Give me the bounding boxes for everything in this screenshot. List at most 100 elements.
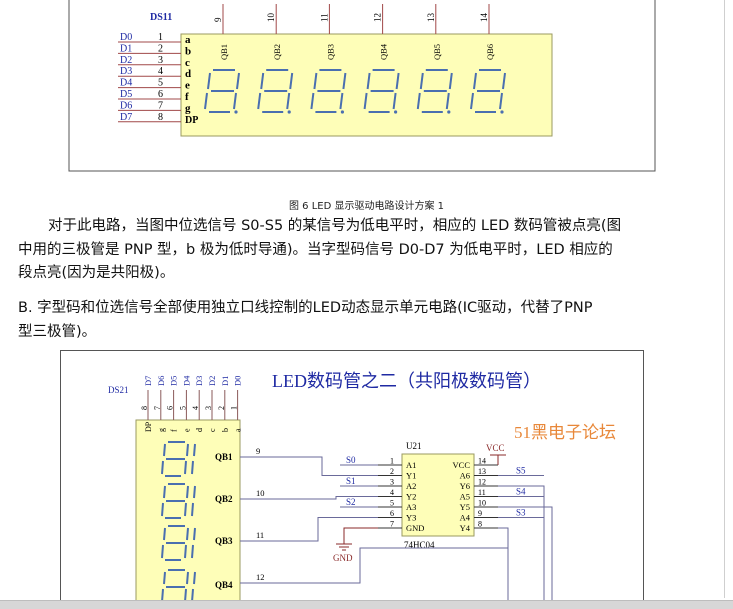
select-net-label: S3 — [516, 508, 526, 518]
digit-pin-number: 9 — [256, 446, 260, 456]
ic-74hc04-body — [401, 453, 475, 537]
wire-qb2-y2 — [300, 496, 378, 500]
segment-pin-label: DP — [144, 421, 153, 432]
digit-segments — [363, 69, 400, 113]
top-pin-number: 12 — [373, 13, 383, 22]
digit-segments — [310, 69, 347, 113]
segment-pin-label: g — [185, 102, 191, 114]
digit-label: QB1 — [215, 452, 233, 462]
ic-pin-name: GND — [406, 523, 424, 533]
segment-pin-label: d — [195, 428, 204, 432]
top-net-label: D2 — [207, 376, 217, 386]
digit-label: QB1 — [219, 44, 229, 60]
digit-segments — [161, 569, 196, 602]
digit-segments — [257, 69, 294, 113]
horizontal-scrollbar[interactable] — [0, 600, 733, 609]
input-net-label: D2 — [120, 55, 132, 66]
digit-label: QB4 — [379, 43, 389, 60]
top-pin-number: 7 — [153, 406, 162, 410]
select-net-label: S1 — [346, 476, 356, 486]
input-pin-number: 6 — [158, 89, 163, 100]
ic-pin-number: 7 — [390, 520, 394, 529]
page-edge — [724, 0, 725, 598]
top-net-label: D0 — [233, 376, 243, 386]
segment-pin-label: b — [185, 45, 191, 57]
ic-pin-name: Y3 — [406, 513, 416, 523]
segment-pin-label: f — [185, 91, 189, 103]
ic-pin-number: 3 — [390, 478, 394, 487]
ic-pin-name: A5 — [460, 492, 470, 502]
ic-pin-number: 8 — [478, 520, 482, 529]
seven-segment-digit — [363, 69, 400, 114]
seven-segment-digit — [416, 69, 453, 114]
digit-pin-number: 10 — [256, 488, 265, 498]
top-pin-number: 13 — [426, 13, 436, 23]
ic-pin-number: 10 — [478, 499, 486, 508]
input-pin-number: 3 — [158, 55, 163, 66]
seven-segment-digit — [257, 69, 294, 114]
top-pin-number: 8 — [140, 406, 149, 410]
digit-label: QB6 — [485, 44, 495, 60]
input-pin-number: 4 — [158, 66, 163, 77]
segment-pin-label: e — [182, 428, 191, 432]
figure-7-title: LED数码管之二（共阳极数码管） — [272, 371, 541, 391]
ic-pin-number: 14 — [478, 457, 486, 466]
segment-pin-label: d — [185, 68, 191, 80]
ic-pin-number: 11 — [478, 488, 486, 497]
ic-pin-number: 4 — [390, 488, 394, 497]
decimal-point — [447, 110, 451, 114]
digit-label: QB2 — [215, 494, 233, 504]
segment-pin-label: b — [221, 428, 230, 432]
digit-label: QB2 — [272, 44, 282, 60]
top-net-label: D5 — [169, 376, 179, 386]
seven-segment-digit — [204, 69, 240, 114]
decimal-point — [394, 110, 398, 114]
top-net-label: D4 — [181, 375, 191, 386]
digit-pin-number: 11 — [256, 530, 264, 540]
digit-label: QB5 — [432, 44, 442, 60]
ic-pin-name: VCC — [453, 460, 471, 470]
ic-pin-number: 12 — [478, 478, 486, 487]
segment-pin-label: c — [185, 57, 190, 69]
top-pin-number: 9 — [213, 17, 223, 22]
paragraph-1: 对于此电路，当图中位选信号 S0-S5 的某信号为低电平时，相应的 LED 数码… — [18, 215, 718, 286]
ic-pin-name: A4 — [460, 513, 471, 523]
top-pin-number: 10 — [266, 13, 276, 23]
decimal-point — [340, 110, 344, 114]
ic-pin-number: 13 — [478, 467, 486, 476]
wire-qb3-y3 — [300, 517, 378, 542]
digit-segments — [204, 69, 240, 113]
seven-segment-digit — [161, 483, 196, 519]
digit-segments — [161, 441, 196, 477]
vcc-symbol — [490, 454, 506, 465]
top-net-label: D3 — [194, 376, 204, 386]
digit-segments — [416, 69, 453, 113]
output-wire-down — [498, 506, 553, 602]
wire-qb4-y4 — [300, 527, 509, 584]
ic-pin-name: A1 — [406, 460, 416, 470]
paragraph-1-line-2: 中用的三极管是 PNP 型，b 极为低时导通)。当字型码信号 D0-D7 为低电… — [18, 241, 613, 258]
top-pin-number: 2 — [217, 406, 226, 410]
input-pin-number: 1 — [158, 32, 163, 43]
decimal-point — [287, 110, 291, 114]
segment-pin-label: e — [185, 80, 190, 92]
top-pin-number: 3 — [204, 406, 213, 410]
wire-qb1-y1 — [300, 456, 378, 476]
input-pin-number: 7 — [158, 100, 163, 111]
segment-pin-label: a — [234, 428, 243, 432]
forum-watermark: 51黑电子论坛 — [514, 423, 616, 442]
input-net-label: D6 — [120, 100, 132, 111]
ic-pin-name: A2 — [406, 481, 416, 491]
paragraph-1-line-1: 对于此电路，当图中位选信号 S0-S5 的某信号为低电平时，相应的 LED 数码… — [48, 218, 622, 234]
ic-pin-name: Y1 — [406, 471, 416, 481]
input-pin-number: 5 — [158, 78, 163, 89]
input-pin-number: 2 — [158, 43, 163, 54]
display-designator: DS21 — [108, 385, 129, 395]
digit-label: QB4 — [215, 580, 233, 590]
display-designator: DS11 — [150, 12, 172, 23]
paragraph-2-line-1: B. 字型码和位选信号全部使用独立口线控制的LED动态显示单元电路(IC驱动，代… — [18, 300, 593, 316]
input-net-label: D4 — [120, 78, 132, 89]
top-pin-number: 5 — [178, 406, 187, 410]
top-net-label: D1 — [220, 376, 230, 386]
